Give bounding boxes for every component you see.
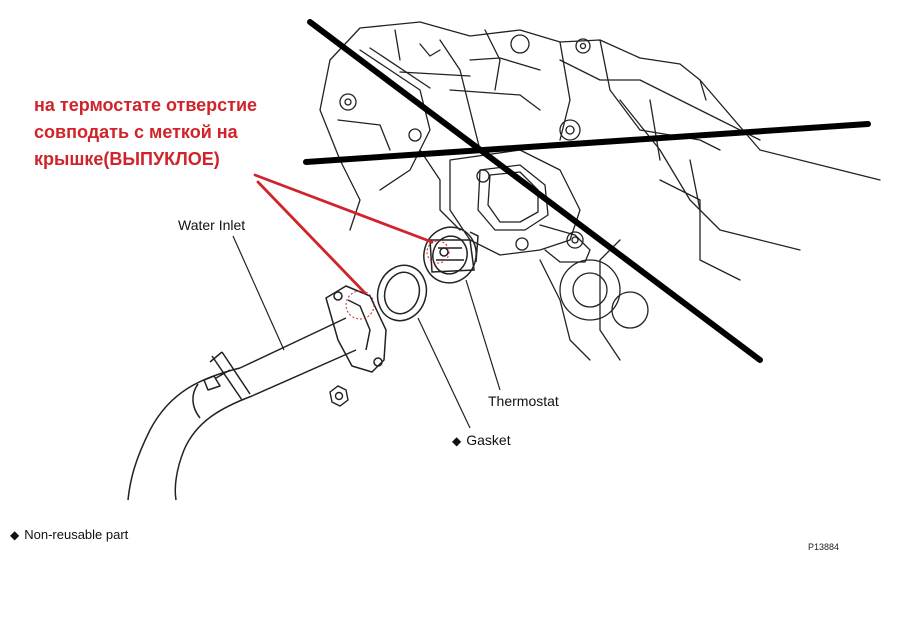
annotation-circles bbox=[345, 240, 450, 320]
gasket-label: Gasket bbox=[466, 432, 511, 448]
water-inlet-pipe bbox=[127, 285, 387, 501]
thermostat-label: Thermostat bbox=[488, 393, 559, 409]
arrow-to-thermostat bbox=[253, 173, 434, 244]
water-inlet-label: Water Inlet bbox=[178, 217, 246, 233]
annotation-text: на термостате отверстие совподать с метк… bbox=[34, 92, 324, 173]
inlet-mark-highlight bbox=[345, 290, 375, 320]
arrow-to-inlet bbox=[256, 180, 367, 295]
thermostat-part bbox=[423, 226, 479, 284]
gasket-leader bbox=[417, 317, 471, 429]
cross-line-diagonal bbox=[307, 19, 763, 363]
gasket-part bbox=[376, 264, 428, 322]
diamond-icon: ◆ bbox=[452, 434, 462, 448]
thermostat-leader bbox=[465, 279, 501, 391]
diamond-icon: ◆ bbox=[10, 528, 20, 542]
annotation-line-1: на термостате отверстие bbox=[34, 95, 258, 115]
water-inlet-leader bbox=[232, 235, 285, 351]
thermostat-hole-highlight bbox=[426, 240, 450, 264]
leader-lines bbox=[232, 235, 501, 429]
cross-out-mark bbox=[303, 19, 871, 363]
cross-line-horizontal bbox=[303, 121, 871, 165]
non-reusable-label: Non-reusable part bbox=[24, 527, 129, 542]
figure-code: P13884 bbox=[808, 542, 840, 552]
annotation-arrows bbox=[253, 173, 434, 295]
non-reusable-legend: ◆ Non-reusable part bbox=[10, 527, 128, 543]
annotation-line-2: совподать с меткой на bbox=[34, 122, 238, 142]
gasket-label-row: ◆ Gasket bbox=[452, 432, 511, 449]
annotation-line-3: крышке(ВЫПУКЛОЕ) bbox=[34, 149, 220, 169]
nut-part bbox=[329, 385, 349, 407]
engine-block bbox=[319, 21, 881, 361]
